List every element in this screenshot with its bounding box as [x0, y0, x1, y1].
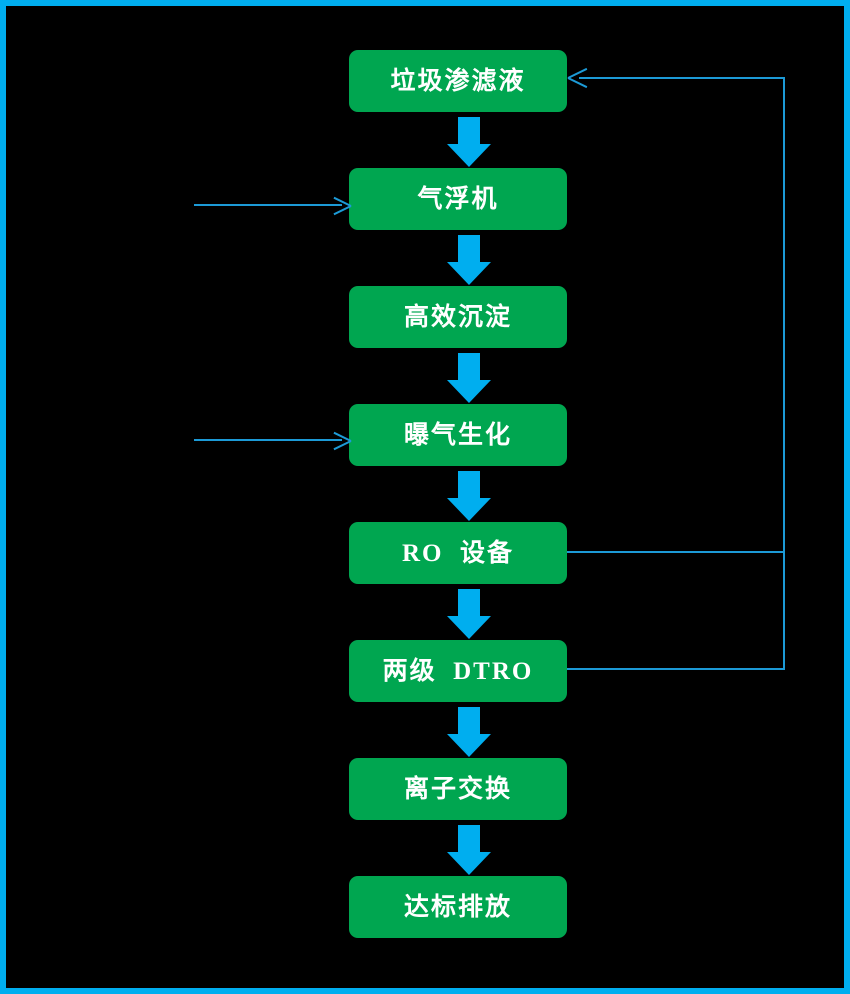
node-leachate[interactable]: 垃圾渗滤液 — [349, 50, 567, 112]
arrow-shaft — [458, 235, 480, 263]
arrow-head — [447, 380, 491, 403]
flow-arrow-down-icon — [447, 353, 491, 403]
flow-arrow-down-icon — [447, 471, 491, 521]
node-label: 离子交换 — [403, 775, 512, 803]
arrow-head — [447, 262, 491, 285]
flow-arrow-down-icon — [447, 589, 491, 639]
feed-arrow-head — [332, 431, 350, 449]
feed-line — [194, 204, 342, 206]
node-label: RO 设备 — [401, 539, 514, 567]
node-label: 曝气生化 — [403, 421, 512, 449]
node-dtro[interactable]: 两级 DTRO — [349, 640, 567, 702]
node-aeration[interactable]: 曝气生化 — [349, 404, 567, 466]
recirc-line-from-ro — [567, 551, 785, 553]
feed-arrow-head — [332, 196, 350, 214]
node-label: 两级 DTRO — [382, 657, 534, 685]
node-ro[interactable]: RO 设备 — [349, 522, 567, 584]
arrow-shaft — [458, 353, 480, 381]
arrow-shaft — [458, 825, 480, 853]
node-flotation[interactable]: 气浮机 — [349, 168, 567, 230]
arrow-head — [447, 734, 491, 757]
arrow-head — [447, 498, 491, 521]
recirc-arrow-head-left-icon — [569, 68, 589, 88]
node-label: 垃圾渗滤液 — [390, 67, 526, 95]
arrow-shaft — [458, 117, 480, 145]
feed-arrow-right-icon — [194, 431, 350, 449]
arrow-shaft — [458, 589, 480, 617]
arrow-head — [447, 144, 491, 167]
flow-arrow-down-icon — [447, 825, 491, 875]
flow-arrow-down-icon — [447, 707, 491, 757]
node-label: 气浮机 — [417, 185, 499, 213]
arrow-head — [447, 852, 491, 875]
feed-arrow-right-icon — [194, 196, 350, 214]
node-label: 高效沉淀 — [403, 303, 512, 331]
recirc-line-from-dtro — [567, 668, 785, 670]
recirc-return-line — [579, 77, 785, 79]
feed-line — [194, 439, 342, 441]
flow-arrow-down-icon — [447, 117, 491, 167]
node-discharge[interactable]: 达标排放 — [349, 876, 567, 938]
arrow-shaft — [458, 707, 480, 735]
node-sedimentation[interactable]: 高效沉淀 — [349, 286, 567, 348]
arrow-head — [447, 616, 491, 639]
flow-arrow-down-icon — [447, 235, 491, 285]
node-label: 达标排放 — [403, 893, 512, 921]
node-ion-exchange[interactable]: 离子交换 — [349, 758, 567, 820]
recirc-riser-line — [783, 77, 785, 670]
arrow-shaft — [458, 471, 480, 499]
